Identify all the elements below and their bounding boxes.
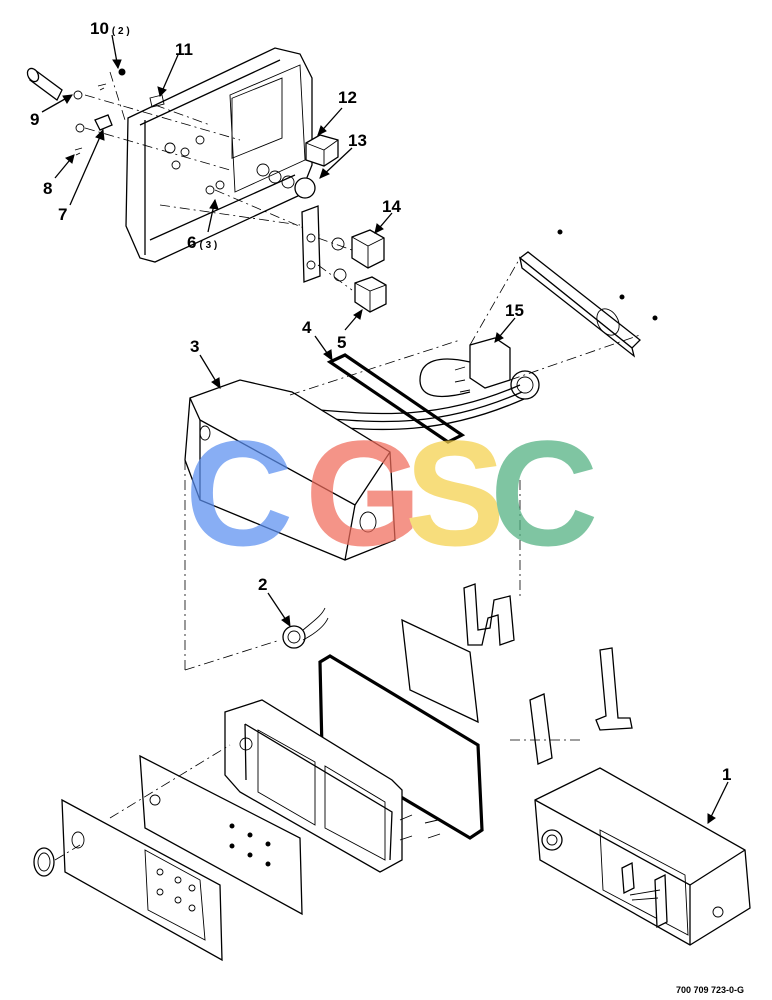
watermark-letter: C (185, 409, 293, 577)
callout-13: 13 (348, 131, 367, 150)
callout-11: 11 (175, 40, 193, 59)
enclosure-assembly (534, 767, 751, 946)
callout-2: 2 (258, 575, 267, 594)
watermark-letter: C (490, 409, 598, 577)
switch-bracket-assembly (301, 205, 387, 313)
callout-9: 9 (30, 110, 39, 129)
watermark-letter: S (405, 409, 505, 577)
callout-7: 7 (58, 205, 67, 224)
callout-4: 4 (302, 318, 312, 337)
front-bezel-assembly (33, 654, 484, 962)
callout-15: 15 (505, 301, 524, 320)
lamp-and-brackets (184, 480, 633, 765)
callout-1: 1 (722, 765, 731, 784)
watermark-letter: G (305, 409, 422, 577)
leader-lines (41, 34, 729, 824)
connector-plate-assembly (419, 229, 658, 400)
callout-12: 12 (338, 88, 357, 107)
watermark: C G S C (185, 409, 598, 577)
callout-labels: 10( 2 ) 11 9 8 7 6( 3 ) 12 13 14 5 4 15 … (30, 19, 744, 995)
callout-6: 6( 3 ) (187, 233, 217, 252)
callout-5: 5 (337, 333, 346, 352)
callout-8: 8 (43, 179, 52, 198)
callout-14: 14 (382, 197, 401, 216)
document-number: 700 709 723-0-G (676, 985, 744, 995)
callout-10: 10( 2 ) (90, 19, 130, 38)
callout-3: 3 (190, 337, 199, 356)
control-panel-assembly (26, 47, 339, 263)
housing-assembly (184, 339, 525, 670)
